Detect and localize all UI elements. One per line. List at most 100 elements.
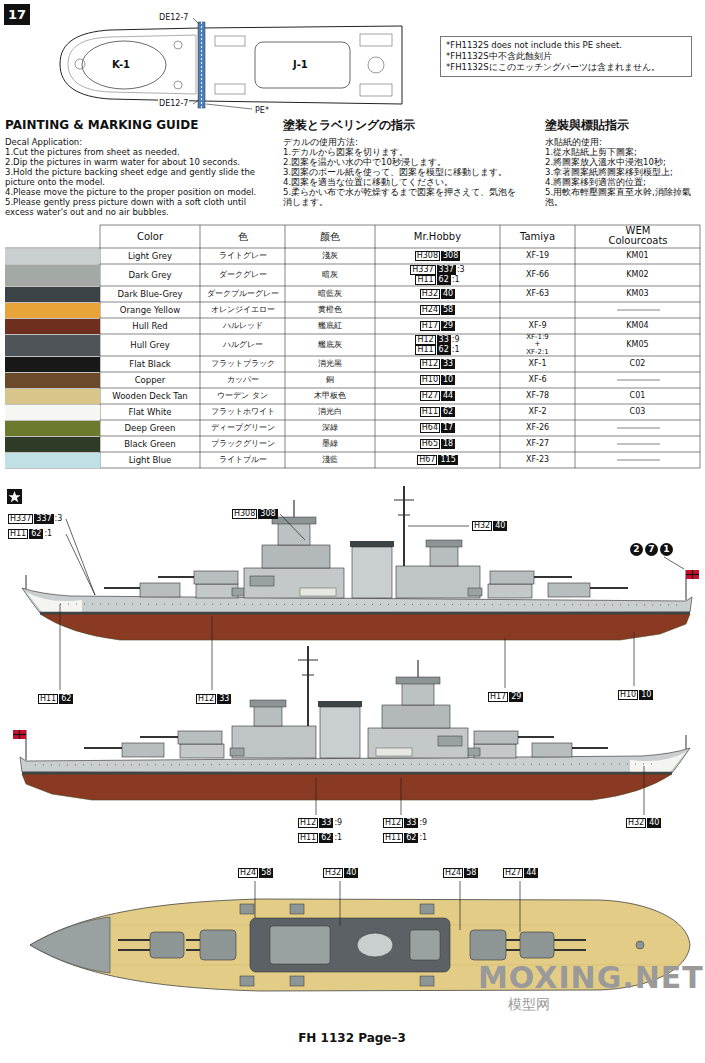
label-group: H2458 [238,868,273,878]
mix-ratio: :1 [419,833,427,843]
table-cell: XF-1:9 [526,334,549,341]
mix-ratio: :1 [44,529,52,539]
label-group: DE12-7 [158,13,189,22]
table-cell: ブラックグリーン [211,439,275,449]
legend-text: Hull Grey [130,340,169,350]
label-group: ダークグレー [200,270,285,280]
legend-text: Dark Grey [128,270,171,280]
legend-row: Black Green [100,439,200,449]
table-header: 颜色 [320,231,340,243]
color-swatch [5,249,100,264]
paint-code: H11 [298,833,318,843]
paint-number: 62 [59,694,73,704]
note-box: *FH1132S does not include this PE sheet.… [440,36,692,77]
paint-code: H308 [232,509,257,519]
paint-number: 33 [404,818,418,828]
table-cell: 深綠 [322,423,338,433]
instruction-text: デカルの使用方法: [283,137,358,147]
label-group: ライトグレー [200,251,285,261]
label-group: H308308 [232,509,278,519]
label-group: XF-19 [500,251,575,261]
instruction-text: 4.Please move the picture to the proper … [5,187,256,197]
label-group: Mr.Hobby [375,231,500,243]
paint-number: 33 [441,359,455,369]
paint-number: 62 [29,529,43,539]
label-group: H1162 [375,407,500,417]
label-group: XF-23 [500,455,575,465]
table-cell: 淺藍 [322,455,338,465]
label-group: MOXING.NET [478,962,704,994]
paint-code: H27 [503,868,523,878]
paint-code: H24 [238,868,258,878]
table-cell: 墨綠 [322,439,338,449]
part-label: DE12-7 [158,13,189,22]
section-heading: 塗装とラベリングの指示 [283,118,415,132]
label-group: H2458 [443,868,478,878]
table-cell: ハルレッド [223,321,263,331]
label-group: H1162:1 [8,529,52,539]
label-group: 艦底灰 [285,340,375,350]
part-label: DE12-7 [158,99,189,108]
section-heading: 塗裝與標貼指示 [545,118,629,132]
paint-number: 33 [217,694,231,704]
label-group: H1162:1 [383,833,427,843]
label-group: XF-2 [500,407,575,417]
label-group: KM01 [575,251,700,261]
label-group: XF-66 [500,270,575,280]
color-swatch [5,357,100,372]
table-cell: 艦底紅 [318,321,342,331]
instruction-text: 4.図案を適当な位置に移動してください。 [283,177,453,187]
decal-number: 1 [660,543,673,556]
legend-text: Light Blue [129,455,172,465]
label-group: 271 [630,543,673,556]
mix-ratio: :3 [457,265,465,275]
note-text: *FH1132S does not include this PE sheet. [446,40,686,51]
legend-row: Hull Red [100,321,200,331]
table-cell: ディープグリーン [211,423,275,433]
paint-number: 308 [258,509,277,519]
instruction-text: 3.図案のボール紙を使って、図案を模型に移動します。 [283,167,507,177]
paint-code: H17 [420,321,440,331]
table-cell: XF-78 [526,391,549,401]
label-group: H3240 [375,289,500,299]
paint-code: H17 [488,692,508,702]
instruction-text: 2.Dip the pictures in warm water for abo… [5,157,240,167]
page-footer: FH 1132 Page–3 [298,1031,406,1045]
table-cell: XF-66 [526,270,549,280]
paint-number: 33 [319,818,333,828]
table-cell: 消光黑 [318,359,342,369]
label-group: Decal Application:1.Cut the pictures fro… [5,137,273,217]
instruction-text: 1.從水貼紙上剪下圖案; [545,147,637,157]
instruction-text: 5.Please gently press picture down with … [5,197,273,217]
ship-profile [22,486,699,640]
leader-lines [60,514,684,932]
label-group: H6417 [375,423,500,433]
paint-number: 10 [639,690,653,700]
label-group: PE* [254,106,270,115]
table-cell: KM05 [626,340,648,350]
table-cell: KM04 [626,321,648,331]
color-swatch [5,453,100,468]
paint-number: 33 [437,335,451,345]
table-cell: XF-27 [526,439,549,449]
legend-row: Light Grey [100,251,200,261]
table-cell: 暗灰 [322,270,338,280]
paint-code: H308 [415,251,440,261]
page-title: PAINTING & MARKING GUIDE [5,118,198,132]
label-group: 模型网 [508,996,550,1012]
label-group: H1233:9 [298,818,342,828]
instruction-text: 2.図案を温かい水の中で10秒浸します。 [283,157,446,167]
label-group: WEM Colourcoats [598,226,678,246]
label-group: C01 [575,391,700,401]
star-icon [7,489,22,504]
label-group: K-1 [112,59,130,70]
legend-text: Flat White [128,407,171,417]
label-group: ダークブルーグレー [200,289,285,299]
table-cell: カッパー [227,375,259,385]
paint-code: H32 [472,521,492,531]
table-cell: 淺灰 [322,251,338,261]
deck-plan [60,18,402,109]
label-group: FH 1132 Page–3 [252,1031,452,1045]
instruction-text: 4.將圖案移到適當的位置; [545,177,646,187]
